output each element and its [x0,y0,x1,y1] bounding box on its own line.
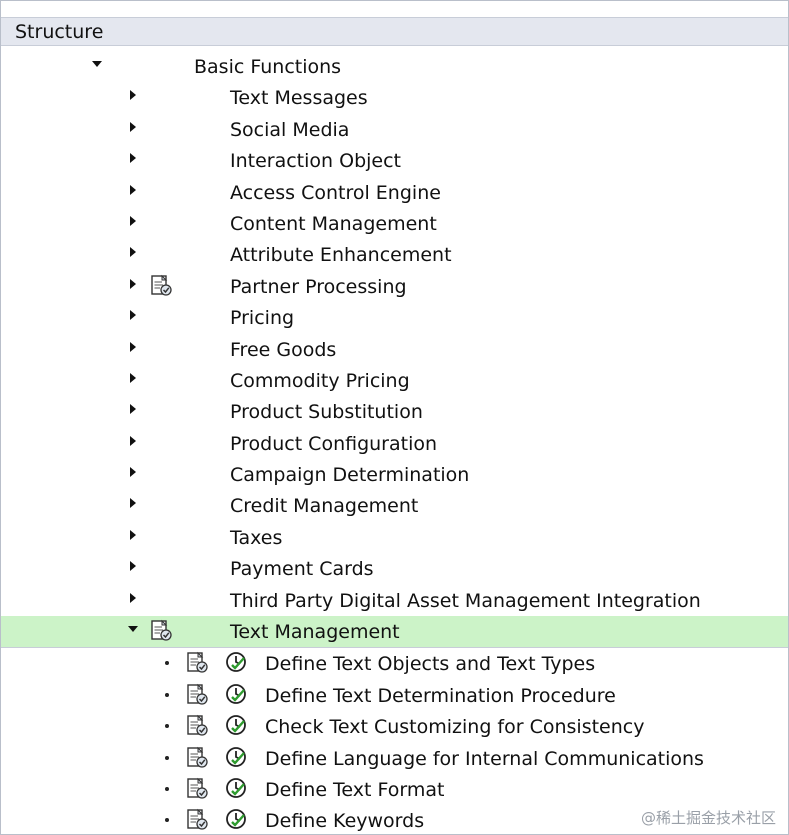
collapse-arrow-icon[interactable] [126,340,140,354]
leaf-bullet-icon [165,786,169,791]
customizing-doc-icon[interactable] [185,683,211,707]
execute-activity-clock-icon[interactable] [224,682,250,706]
activity-define-keywords[interactable]: Define Keywords [1,805,788,834]
activity-label[interactable]: Define Language for Internal Communicati… [265,747,704,770]
tree-node-pricing[interactable]: Pricing [1,302,788,333]
collapse-arrow-icon[interactable] [126,308,140,322]
collapse-arrow-icon[interactable] [126,120,140,134]
customizing-doc-icon[interactable] [185,746,211,770]
tree-node-partner-processing[interactable]: Partner Processing [1,271,788,302]
tree-node-commodity-pricing[interactable]: Commodity Pricing [1,365,788,396]
header-title: Structure [15,21,104,43]
collapse-arrow-icon[interactable] [126,402,140,416]
tree-node-product-substitution[interactable]: Product Substitution [1,396,788,427]
tree-node-interaction-object[interactable]: Interaction Object [1,145,788,176]
tree-node-text-management[interactable]: Text Management [1,616,788,648]
collapse-arrow-icon[interactable] [126,214,140,228]
collapse-arrow-icon[interactable] [126,277,140,291]
execute-activity-clock-icon[interactable] [224,713,250,737]
collapse-arrow-icon[interactable] [126,183,140,197]
activity-define-text-determination-procedure[interactable]: Define Text Determination Procedure [1,680,788,711]
collapse-arrow-icon[interactable] [126,434,140,448]
tree-node-label: Third Party Digital Asset Management Int… [230,589,701,612]
tree-node-payment-cards[interactable]: Payment Cards [1,553,788,584]
activity-define-text-format[interactable]: Define Text Format [1,774,788,805]
watermark: @稀土掘金技术社区 [640,809,776,827]
collapse-arrow-icon[interactable] [126,528,140,542]
leaf-bullet-icon [165,724,169,729]
tree-node-product-configuration[interactable]: Product Configuration [1,428,788,459]
tree-node-attribute-enhancement[interactable]: Attribute Enhancement [1,239,788,270]
tree-node-label: Product Substitution [230,401,423,424]
tree-node-label: Pricing [230,307,295,330]
tree-node-access-control-engine[interactable]: Access Control Engine [1,177,788,208]
activity-check-text-customizing-for-consistency[interactable]: Check Text Customizing for Consistency [1,711,788,742]
tree-node-label: Campaign Determination [230,464,470,487]
top-strip [1,1,788,17]
tree-node-text-messages[interactable]: Text Messages [1,82,788,113]
activity-label[interactable]: Define Text Determination Procedure [265,684,616,707]
leaf-bullet-icon [165,755,169,760]
collapse-arrow-icon[interactable] [126,591,140,605]
tree-node-label: Attribute Enhancement [230,244,452,267]
tree-node-label: Basic Functions [194,56,342,78]
tree-node-basic-functions[interactable]: Basic Functions [1,51,788,82]
activity-define-language-for-internal-communications[interactable]: Define Language for Internal Communicati… [1,743,788,774]
execute-activity-clock-icon[interactable] [224,807,250,831]
execute-activity-clock-icon[interactable] [224,776,250,800]
collapse-arrow-icon[interactable] [126,465,140,479]
expand-arrow-icon[interactable] [90,57,104,71]
tree-node-label: Commodity Pricing [230,369,410,392]
tree-node-label: Credit Management [230,495,419,518]
leaf-bullet-icon [165,818,169,823]
leaf-bullet-icon [165,692,169,697]
tree-node-label: Text Messages [230,87,368,110]
activity-label[interactable]: Define Text Format [265,778,445,801]
collapse-arrow-icon[interactable] [126,245,140,259]
tree-node-content-management[interactable]: Content Management [1,208,788,239]
customizing-doc-icon[interactable] [149,619,175,643]
tree-node-social-media[interactable]: Social Media [1,114,788,145]
tree-node-third-party-digital-asset-management-integration[interactable]: Third Party Digital Asset Management Int… [1,585,788,616]
collapse-arrow-icon[interactable] [126,559,140,573]
customizing-doc-icon[interactable] [185,777,211,801]
tree-node-label: Taxes [230,526,283,549]
collapse-arrow-icon[interactable] [126,88,140,102]
tree-node-label: Text Management [230,621,400,644]
tree-node-free-goods[interactable]: Free Goods [1,334,788,365]
customizing-doc-icon[interactable] [185,714,211,738]
collapse-arrow-icon[interactable] [126,371,140,385]
tree-node-label: Partner Processing [230,275,407,298]
customizing-doc-icon[interactable] [149,274,175,298]
collapse-arrow-icon[interactable] [126,496,140,510]
activity-label[interactable]: Define Text Objects and Text Types [265,653,596,676]
customizing-doc-icon[interactable] [185,651,211,675]
tree-node-taxes[interactable]: Taxes [1,522,788,553]
tree-node-label: Social Media [230,118,350,141]
execute-activity-clock-icon[interactable] [224,745,250,769]
tree-node-label: Interaction Object [230,150,401,173]
tree-node-credit-management[interactable]: Credit Management [1,490,788,521]
collapse-arrow-icon[interactable] [126,151,140,165]
expand-arrow-icon[interactable] [126,622,140,636]
execute-activity-clock-icon[interactable] [224,650,250,674]
activity-label[interactable]: Define Keywords [265,810,425,833]
tree-node-label: Content Management [230,212,437,235]
activity-define-text-objects-and-text-types[interactable]: Define Text Objects and Text Types [1,647,788,679]
tree-node-label: Product Configuration [230,432,438,455]
leaf-bullet-icon [165,661,169,666]
customizing-doc-icon[interactable] [185,808,211,832]
tree-node-campaign-determination[interactable]: Campaign Determination [1,459,788,490]
tree-node-label: Payment Cards [230,558,374,581]
tree-header: Structure [1,17,788,46]
activity-label[interactable]: Check Text Customizing for Consistency [265,716,645,739]
tree-node-label: Free Goods [230,338,337,361]
tree-node-label: Access Control Engine [230,181,441,204]
